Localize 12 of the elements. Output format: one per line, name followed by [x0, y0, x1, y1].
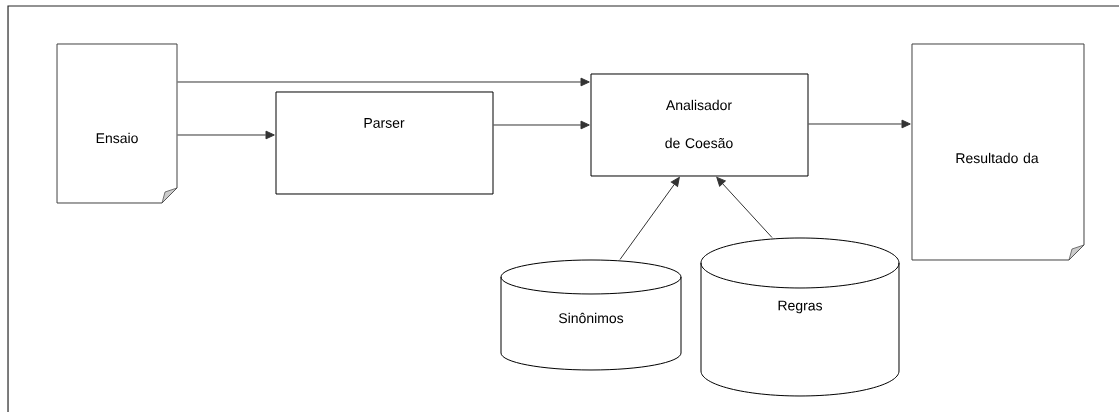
arrow — [808, 119, 911, 129]
node-label: Regras — [778, 300, 823, 314]
arrow — [493, 120, 590, 130]
arrow — [716, 176, 773, 238]
process-box: Analisador de Coesão — [590, 73, 809, 177]
arrow — [619, 177, 680, 260]
arrow — [177, 77, 590, 87]
node-label: Sinônimos — [558, 312, 624, 324]
database-cylinder: Regras — [700, 237, 900, 397]
database-cylinder: Sinônimos — [500, 259, 682, 371]
arrow — [177, 130, 275, 140]
process-box: Parser — [275, 91, 494, 195]
